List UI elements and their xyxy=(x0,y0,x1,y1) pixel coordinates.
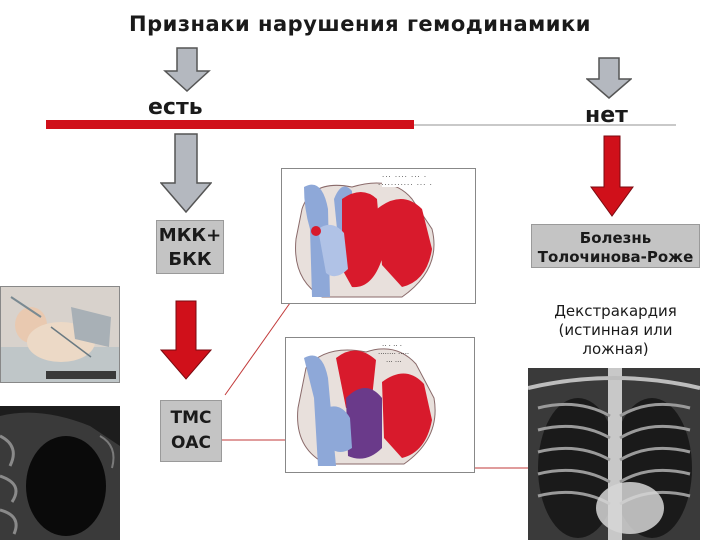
svg-text:········ ·····: ········ ····· xyxy=(378,350,409,358)
xray-image-icon xyxy=(0,406,120,540)
heart-illustration-icon: ··· ···· ··· · ··········· ··· · xyxy=(282,169,475,303)
svg-text:·· · ·· ·: ·· · ·· · xyxy=(382,342,402,350)
svg-text:··········· ··· ·: ··········· ··· · xyxy=(378,181,433,189)
xray-image-icon xyxy=(528,368,700,540)
xray-right xyxy=(528,368,700,540)
svg-text:··· ···: ··· ··· xyxy=(386,358,402,366)
heart-illustration-icon: ·· · ·· · ········ ····· ··· ··· xyxy=(286,338,474,472)
heart-diagram-1: ··· ···· ··· · ··········· ··· · xyxy=(281,168,476,304)
infant-image-icon xyxy=(1,287,119,382)
xray-left xyxy=(0,406,120,540)
heart-diagram-2: ·· · ·· · ········ ····· ··· ··· xyxy=(285,337,475,473)
infant-photo xyxy=(0,286,120,383)
svg-text:··· ···· ··· ·: ··· ···· ··· · xyxy=(382,173,427,181)
